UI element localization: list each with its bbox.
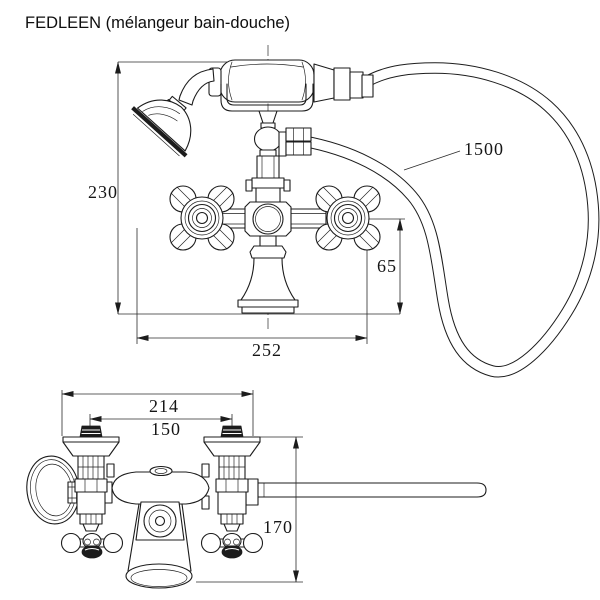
dim-spout-height-label: 65 (377, 256, 397, 276)
dim-total-height-label: 230 (88, 182, 118, 202)
dimension-lines-front (115, 61, 405, 344)
plan-view: 214 150 170 (26, 390, 487, 589)
plan-handle-left (60, 532, 124, 559)
front-view: 230 65 252 1500 (88, 45, 600, 378)
dim-depth-label: 170 (263, 517, 293, 537)
spout (237, 235, 299, 314)
dim-body-width-label: 252 (252, 340, 282, 360)
shower-face-edge (131, 106, 188, 158)
dim-1500-leader (403, 150, 461, 171)
outlet-tube (245, 478, 487, 506)
drawing-title: FEDLEEN (mélangeur bain-douche) (25, 14, 290, 32)
plan-handle-right (200, 532, 264, 559)
tub-spout-plan (125, 501, 193, 589)
hand-shower (131, 59, 374, 158)
shower-hose (301, 62, 600, 378)
plan-body (106, 463, 210, 510)
hose-union (278, 127, 312, 157)
dim-hose-length-label: 1500 (464, 139, 504, 159)
hand-shower-wand (178, 68, 215, 106)
hand-shower-head (131, 99, 192, 158)
dim-overall-width-label: 214 (149, 396, 179, 416)
dim-hole-distance-label: 150 (151, 419, 181, 439)
grip-hose-connector (313, 63, 374, 103)
dimension-170 (196, 436, 303, 583)
riser-column (245, 110, 312, 203)
mixer-body (221, 201, 327, 237)
